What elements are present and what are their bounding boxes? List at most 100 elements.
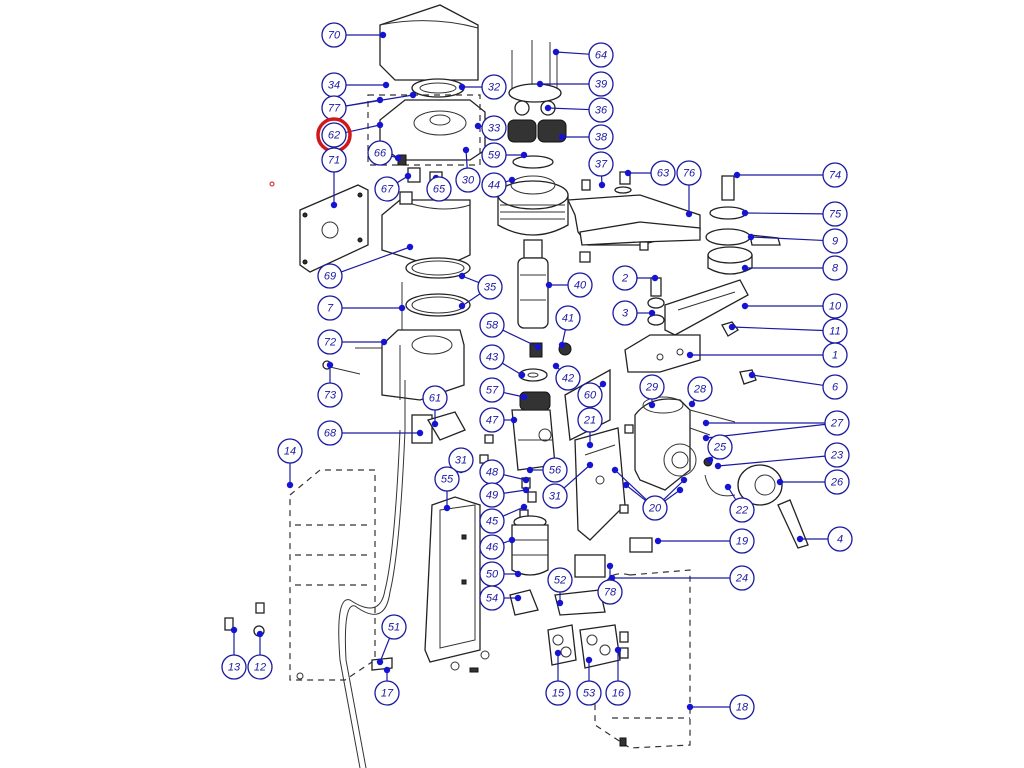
callout-38[interactable]: 38 <box>588 124 614 150</box>
callout-34[interactable]: 34 <box>321 72 347 98</box>
leader-dot-2 <box>651 274 659 282</box>
leader-dot-32 <box>458 83 466 91</box>
leader-dots <box>230 31 804 711</box>
callout-17[interactable]: 17 <box>374 680 400 706</box>
callout-8[interactable]: 8 <box>822 255 848 281</box>
callout-2[interactable]: 2 <box>612 265 638 291</box>
callout-49[interactable]: 49 <box>479 482 505 508</box>
callout-51[interactable]: 51 <box>381 614 407 640</box>
callout-circle-61 <box>422 385 448 411</box>
callout-16[interactable]: 16 <box>605 680 631 706</box>
callout-label-13: 13 <box>228 662 241 674</box>
callout-76[interactable]: 76 <box>676 160 702 186</box>
callout-67[interactable]: 67 <box>374 176 400 202</box>
callout-27[interactable]: 27 <box>824 410 850 436</box>
callout-13[interactable]: 13 <box>221 654 247 680</box>
callout-65[interactable]: 65 <box>426 176 452 202</box>
callout-32[interactable]: 32 <box>481 74 507 100</box>
callout-label-38: 38 <box>595 132 608 144</box>
callout-15[interactable]: 15 <box>545 680 571 706</box>
callout-label-10: 10 <box>829 301 842 313</box>
callout-72[interactable]: 72 <box>317 329 343 355</box>
callout-50[interactable]: 50 <box>479 561 505 587</box>
callout-52[interactable]: 52 <box>547 567 573 593</box>
callout-46[interactable]: 46 <box>479 534 505 560</box>
callout-22[interactable]: 22 <box>729 497 755 523</box>
callout-7[interactable]: 7 <box>317 295 343 321</box>
callout-58[interactable]: 58 <box>479 312 505 338</box>
part-10-arm <box>664 279 749 336</box>
callout-25[interactable]: 25 <box>707 434 733 460</box>
callout-59[interactable]: 59 <box>481 142 507 168</box>
callout-62[interactable]: 62 <box>316 117 352 153</box>
callout-33[interactable]: 33 <box>481 115 507 141</box>
part-29-gearbox <box>634 396 736 491</box>
callout-73[interactable]: 73 <box>317 382 343 408</box>
callout-14[interactable]: 14 <box>277 438 303 464</box>
callout-circle-17 <box>374 680 400 706</box>
callout-42[interactable]: 42 <box>555 365 581 391</box>
callout-55[interactable]: 55 <box>434 466 460 492</box>
callout-64[interactable]: 64 <box>588 42 614 68</box>
callout-4[interactable]: 4 <box>827 526 853 552</box>
callout-31a[interactable]: 31 <box>448 447 474 473</box>
callout-43[interactable]: 43 <box>479 344 505 370</box>
callout-69[interactable]: 69 <box>317 263 343 289</box>
callout-11[interactable]: 11 <box>822 318 848 344</box>
callout-circle-29 <box>639 374 665 400</box>
callout-12[interactable]: 12 <box>247 654 273 680</box>
callout-10[interactable]: 10 <box>822 293 848 319</box>
callout-68[interactable]: 68 <box>317 420 343 446</box>
leader-dot-57 <box>520 393 528 401</box>
callout-circle-16 <box>605 680 631 706</box>
callout-44[interactable]: 44 <box>481 172 507 198</box>
callout-41[interactable]: 41 <box>555 305 581 331</box>
callout-48[interactable]: 48 <box>479 459 505 485</box>
callout-35[interactable]: 35 <box>477 274 503 300</box>
callout-63[interactable]: 63 <box>650 160 676 186</box>
part-76-arm <box>567 194 701 246</box>
callout-77[interactable]: 77 <box>321 95 347 121</box>
callout-71[interactable]: 71 <box>321 147 347 173</box>
callout-6[interactable]: 6 <box>822 374 848 400</box>
callout-26[interactable]: 26 <box>824 469 850 495</box>
callout-61[interactable]: 61 <box>422 385 448 411</box>
leader-line-75 <box>744 212 824 215</box>
callout-70[interactable]: 70 <box>321 22 347 48</box>
callout-66[interactable]: 66 <box>367 140 393 166</box>
callout-circle-31a <box>448 447 474 473</box>
callout-circle-20 <box>642 495 668 521</box>
callout-53[interactable]: 53 <box>576 680 602 706</box>
callout-18[interactable]: 18 <box>729 694 755 720</box>
callout-20[interactable]: 20 <box>642 495 668 521</box>
callout-45[interactable]: 45 <box>479 508 505 534</box>
callout-1[interactable]: 1 <box>822 342 848 368</box>
callout-40[interactable]: 40 <box>567 272 593 298</box>
callout-19[interactable]: 19 <box>729 528 755 554</box>
callout-54[interactable]: 54 <box>479 585 505 611</box>
callout-circle-27 <box>824 410 850 436</box>
callout-39[interactable]: 39 <box>588 71 614 97</box>
callout-3[interactable]: 3 <box>612 300 638 326</box>
callout-75[interactable]: 75 <box>822 201 848 227</box>
callout-47[interactable]: 47 <box>479 407 505 433</box>
callout-label-50: 50 <box>486 569 499 581</box>
callout-9[interactable]: 9 <box>822 228 848 254</box>
callout-60[interactable]: 60 <box>577 382 603 408</box>
callout-28[interactable]: 28 <box>687 376 713 402</box>
callout-74[interactable]: 74 <box>822 162 848 188</box>
callout-30[interactable]: 30 <box>455 167 481 193</box>
callout-36[interactable]: 36 <box>588 97 614 123</box>
callout-37[interactable]: 37 <box>588 151 614 177</box>
callout-23[interactable]: 23 <box>824 442 850 468</box>
part-4-bracket <box>777 499 809 549</box>
callout-56[interactable]: 56 <box>542 457 568 483</box>
callout-31b[interactable]: 31 <box>542 483 568 509</box>
callout-21[interactable]: 21 <box>577 407 603 433</box>
callout-29[interactable]: 29 <box>639 374 665 400</box>
leader-dot-26 <box>776 478 784 486</box>
callout-57[interactable]: 57 <box>479 377 505 403</box>
callout-label-3: 3 <box>622 308 629 320</box>
callout-78[interactable]: 78 <box>597 579 623 605</box>
callout-24[interactable]: 24 <box>729 565 755 591</box>
